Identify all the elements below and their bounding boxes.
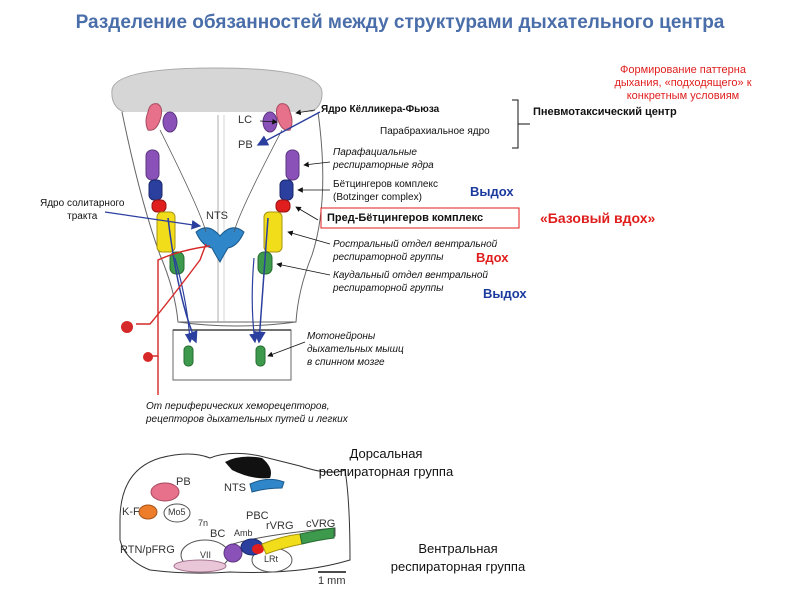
exhale-label-2: Выдох bbox=[483, 286, 527, 301]
peripheral-label: От периферических хеморецепторов, рецепт… bbox=[146, 400, 348, 426]
sec-mo5-label: Mo5 bbox=[168, 507, 186, 517]
motoneuron-right bbox=[255, 345, 266, 367]
solitary-line-1: Ядро солитарного bbox=[40, 198, 125, 209]
sec-amb-label: Amb bbox=[234, 528, 253, 538]
nts-shape bbox=[195, 227, 245, 263]
dorsal-group-label: Дорсальная респираторная группа bbox=[296, 445, 476, 481]
pattern-note-line-1: Формирование паттерна bbox=[620, 64, 746, 76]
caudal-vrg-line-1: Каудальный отдел вентральной bbox=[333, 270, 488, 281]
rostral-vrg-line-1: Ростральный отдел вентральной bbox=[333, 239, 498, 250]
pb-label: PB bbox=[238, 139, 253, 151]
ventral-group-label: Вентральная респираторная группа bbox=[368, 540, 548, 576]
sec-pb-label: PB bbox=[176, 476, 191, 488]
rostral-vrg-label: Ростральный отдел вентральной респиратор… bbox=[333, 238, 497, 264]
sec-lrt-label: LRt bbox=[264, 554, 279, 564]
motoneurons-line-1: Мотонейроны bbox=[307, 331, 376, 342]
lc-left bbox=[162, 111, 178, 133]
bc-sec bbox=[223, 543, 243, 563]
base-inhale-label: «Базовый вдох» bbox=[540, 210, 656, 226]
ventral-line-2: респираторная группа bbox=[390, 559, 526, 574]
prebotz-sec bbox=[252, 544, 264, 554]
cvrg-sec bbox=[299, 527, 335, 545]
solitary-line-2: тракта bbox=[67, 211, 98, 222]
rvrg-right bbox=[263, 211, 283, 253]
parafacial-right bbox=[285, 149, 300, 181]
sec-rvrg-label: rVRG bbox=[266, 520, 294, 532]
dorsal-line-1: Дорсальная bbox=[349, 446, 423, 461]
pb-sec bbox=[150, 482, 180, 502]
parafacial-label: Парафациальные респираторные ядра bbox=[333, 146, 434, 172]
pneumotaxic-bracket bbox=[512, 99, 519, 149]
pattern-note: Формирование паттерна дыхания, «подходящ… bbox=[583, 64, 783, 103]
peripheral-line-2: рецепторов дыхательных путей и легких bbox=[146, 414, 348, 425]
caudal-vrg-label: Каудальный отдел вентральной респираторн… bbox=[333, 269, 488, 295]
sec-7n-label: 7n bbox=[198, 518, 209, 528]
kf-right bbox=[275, 103, 293, 131]
motoneuron-left bbox=[183, 345, 194, 367]
botzinger-line-2: (Botzinger complex) bbox=[333, 192, 422, 203]
mo5-sec bbox=[163, 503, 191, 523]
sec-kf-label: K-F bbox=[122, 506, 140, 518]
peripheral-line-1: От периферических хеморецепторов, bbox=[146, 401, 330, 412]
prebotzinger-label: Пред-Бётцингеров комплекс bbox=[327, 212, 484, 224]
prebotz-right-red bbox=[275, 199, 291, 213]
kf-sec bbox=[138, 504, 158, 520]
pattern-note-line-2: дыхания, «подходящего» к bbox=[614, 77, 752, 89]
fourth-ventricle bbox=[225, 456, 271, 479]
motoneurons-line-2: дыхательных мышц bbox=[307, 344, 404, 355]
kf-left bbox=[145, 103, 163, 131]
nts-label: NTS bbox=[206, 210, 228, 222]
rtn-sec bbox=[173, 559, 227, 573]
nts-sec bbox=[249, 478, 285, 493]
pons-cap bbox=[111, 67, 323, 116]
sec-pbc-label: PBC bbox=[246, 510, 269, 522]
lc-label: LC bbox=[238, 114, 253, 126]
parabrachial-label: Парабрахиальное ядро bbox=[380, 126, 490, 137]
prebotzinger-box bbox=[320, 207, 520, 229]
botz-right bbox=[279, 179, 294, 201]
prebotz-left-red bbox=[151, 199, 167, 213]
botz-left bbox=[148, 179, 163, 201]
motoneurons-line-3: в спинном мозге bbox=[307, 357, 385, 368]
dorsal-line-2: респираторная группа bbox=[318, 464, 454, 479]
rostral-vrg-line-2: респираторной группы bbox=[333, 252, 444, 263]
cvrg-left bbox=[169, 251, 185, 275]
parafacial-line-1: Парафациальные bbox=[333, 147, 417, 158]
page-title: Разделение обязанностей между структурам… bbox=[75, 12, 725, 33]
solitary-tract-label: Ядро солитарного тракта bbox=[40, 197, 125, 223]
brainstem-base bbox=[177, 321, 297, 327]
sec-cvrg-label: cVRG bbox=[306, 518, 336, 530]
receptor-dot-1 bbox=[121, 321, 133, 333]
caudal-vrg-line-2: респираторной группы bbox=[333, 283, 444, 294]
pattern-note-line-3: конкретным условиям bbox=[626, 90, 740, 102]
botzinger-line-1: Бётцингеров комплекс bbox=[333, 179, 438, 190]
pneumotaxic-center-label: Пневмотаксический центр bbox=[533, 106, 677, 118]
motoneurons-label: Мотонейроны дыхательных мышц в спинном м… bbox=[307, 330, 404, 369]
parafacial-left bbox=[145, 149, 160, 181]
receptor-dot-2 bbox=[143, 352, 153, 362]
sec-nts-label: NTS bbox=[224, 482, 246, 494]
kolliker-fuse-label: Ядро Кёлликера-Фьюза bbox=[321, 104, 440, 115]
parafacial-line-2: респираторные ядра bbox=[333, 160, 434, 171]
exhale-label-1: Выдох bbox=[470, 184, 514, 199]
ventral-line-1: Вентральная bbox=[418, 541, 498, 556]
sec-vii-label: VII bbox=[200, 550, 212, 560]
sec-bc-label: BC bbox=[210, 528, 226, 540]
sec-rtn-label: RTN/pFRG bbox=[120, 544, 175, 556]
scale-label: 1 mm bbox=[318, 575, 346, 587]
inhale-label: Вдох bbox=[476, 250, 509, 265]
botzinger-label: Бётцингеров комплекс (Botzinger complex) bbox=[333, 178, 438, 204]
